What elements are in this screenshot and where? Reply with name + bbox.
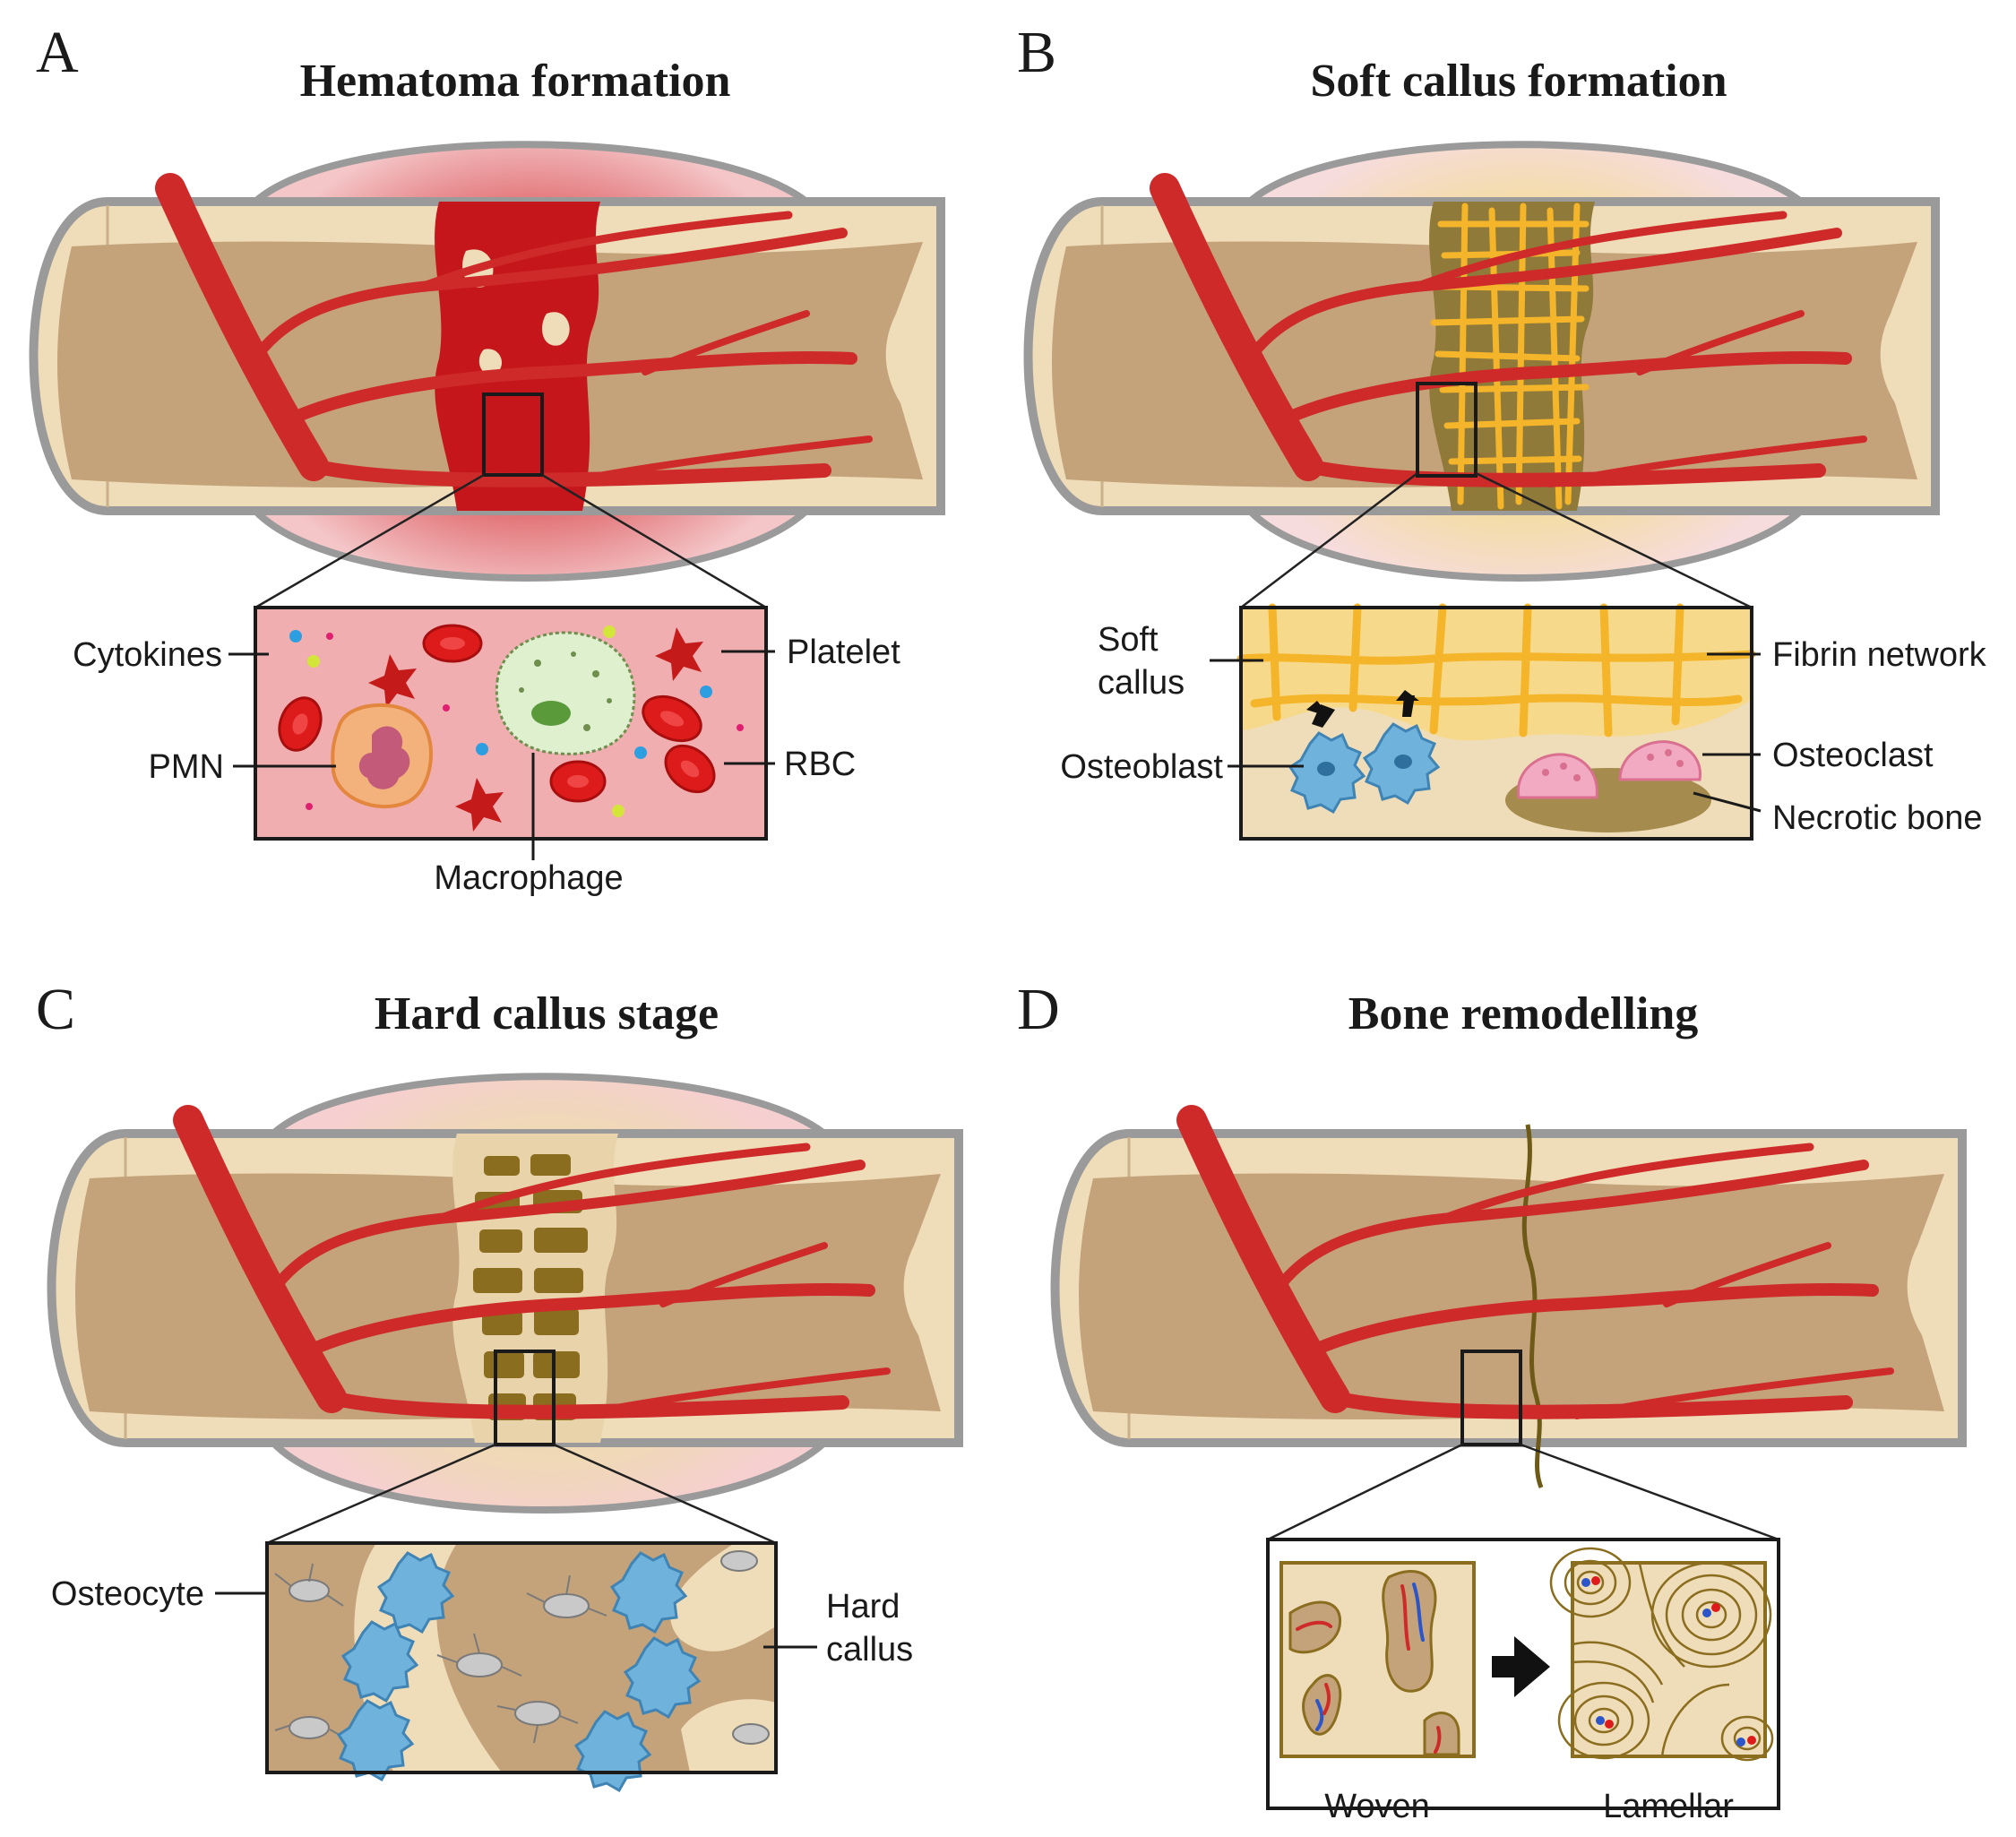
macrophage-cell — [495, 631, 636, 755]
upward-arrows — [1306, 690, 1419, 728]
label-osteoclast: Osteoclast — [1772, 737, 1934, 774]
panel-c-title: Hard callus stage — [375, 988, 719, 1039]
label-osteoblast: Osteoblast — [1060, 748, 1223, 786]
bone-remodelling-illustration — [1055, 1120, 1963, 1488]
hard-callus-inset — [265, 1541, 778, 1793]
bone-hard-callus-illustration — [52, 1073, 960, 1514]
panel-c-letter: C — [36, 977, 75, 1042]
woven-bone-panel — [1279, 1561, 1476, 1758]
label-platelet: Platelet — [787, 634, 900, 671]
label-fibrin-network: Fibrin network — [1772, 636, 1987, 674]
label-rbc: RBC — [784, 746, 856, 783]
platelets — [368, 627, 703, 832]
label-soft-callus-line2: callus — [1098, 664, 1185, 702]
hematoma-inset — [254, 606, 768, 841]
osteoclast-cells — [1517, 740, 1702, 799]
remodelling-inset — [1266, 1538, 1780, 1810]
label-osteocyte: Osteocyte — [51, 1575, 204, 1613]
soft-callus-inset — [1236, 603, 1756, 841]
panel-a: A Hematoma formation — [34, 20, 942, 897]
label-hard-callus-line2: callus — [826, 1631, 913, 1669]
label-hard-callus-line1: Hard — [826, 1588, 900, 1626]
panel-b-letter: B — [1017, 20, 1056, 85]
label-macrophage: Macrophage — [434, 859, 623, 897]
panel-a-letter: A — [36, 20, 79, 85]
label-necrotic-bone: Necrotic bone — [1772, 799, 1982, 837]
panel-a-title: Hematoma formation — [300, 56, 731, 107]
panel-d-title: Bone remodelling — [1348, 988, 1698, 1039]
pmn-cell — [331, 703, 433, 808]
panel-d: D Bone remodelling — [1017, 977, 1962, 1825]
label-lamellar: Lamellar — [1603, 1788, 1734, 1825]
panel-b: B Soft callus formation — [1017, 20, 1987, 841]
cytokines — [289, 625, 744, 817]
panel-b-title: Soft callus formation — [1310, 56, 1727, 107]
woven-to-lamellar-arrow — [1492, 1636, 1550, 1697]
bone-soft-callus-illustration — [1029, 141, 1936, 582]
label-soft-callus-line1: Soft — [1098, 621, 1159, 659]
panel-d-letter: D — [1017, 977, 1060, 1042]
panel-c: C Hard callus stage — [36, 977, 960, 1793]
label-pmn: PMN — [149, 748, 224, 786]
lamellar-bone-panel — [1549, 1547, 1774, 1762]
bone-hematoma-illustration — [34, 141, 942, 582]
label-woven: Woven — [1324, 1788, 1430, 1825]
label-cytokines: Cytokines — [73, 636, 222, 674]
osteocyte-cells — [289, 1550, 770, 1745]
